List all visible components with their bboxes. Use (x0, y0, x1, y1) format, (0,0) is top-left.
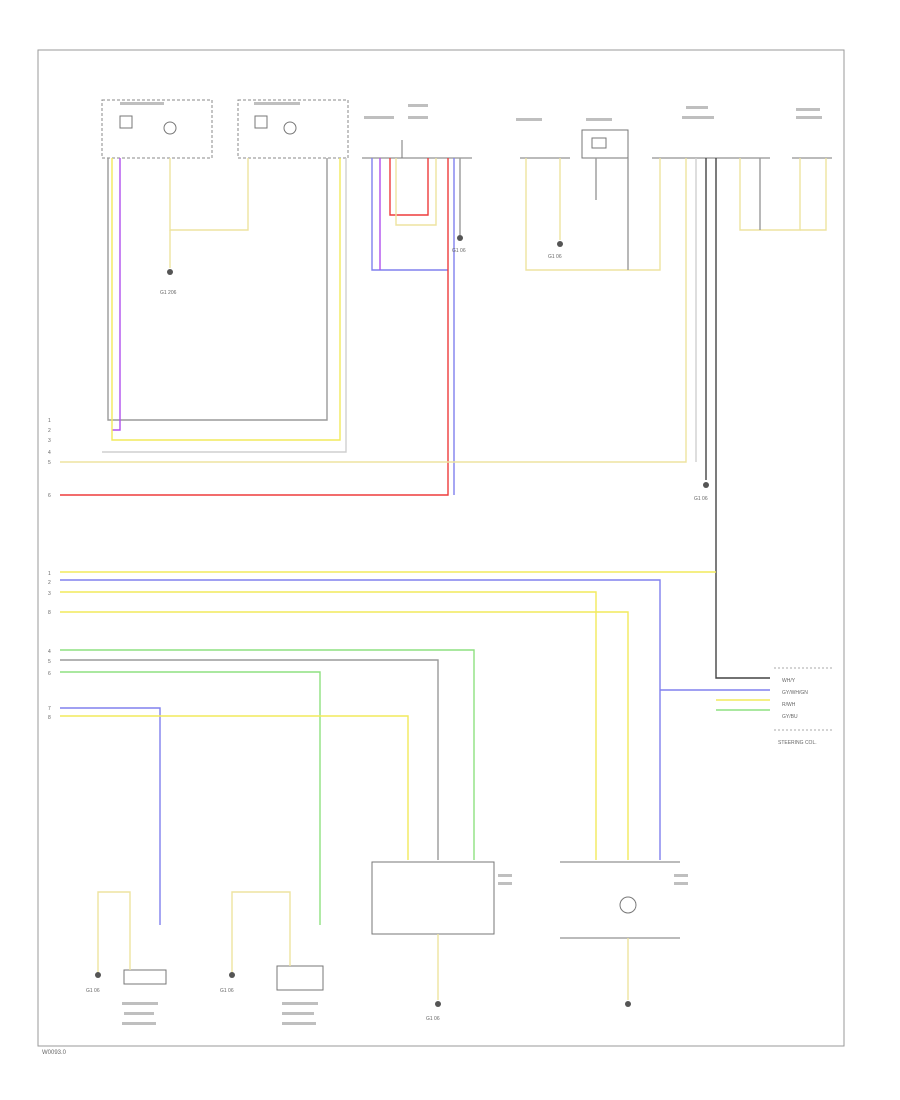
pin-number: 4 (48, 649, 51, 655)
label-marks (120, 102, 822, 121)
ground-points (95, 235, 709, 1007)
pin-number: 2 (48, 580, 51, 586)
page-code: W0093.0 (42, 1050, 67, 1056)
ground-icon (557, 241, 563, 247)
component-box-right-xenon (237, 99, 349, 159)
ground-icon (95, 972, 101, 978)
lamp-symbol (163, 121, 177, 135)
wires-middle-bus (60, 571, 770, 925)
wires-center (60, 158, 461, 496)
wires-top-right (60, 158, 827, 679)
label-marks-bottom (122, 874, 688, 1025)
component-box-sensor-right (276, 965, 324, 991)
wires-bottom (97, 891, 629, 1000)
ground-icon (625, 1001, 631, 1007)
ground-label: G1 206 (160, 290, 177, 296)
ground-label: G1 06 (548, 254, 562, 260)
diagram-frame (37, 49, 845, 1047)
motor-symbol (619, 896, 637, 914)
ground-label: G1 06 (426, 1016, 440, 1022)
legend-item: GY/WH/GN (782, 690, 808, 696)
ground-icon (167, 269, 173, 275)
ground-labels: G1 206 G1 06 G1 06 G1 06 G1 06 G1 06 G1 … (86, 248, 708, 1022)
component-box-sensor (581, 129, 629, 159)
pin-number: 5 (48, 659, 51, 665)
pin-number: 4 (48, 450, 51, 456)
legend-title: STEERING COL. (778, 740, 817, 746)
ground-icon (703, 482, 709, 488)
pin-number: 8 (48, 610, 51, 616)
pin-number: 3 (48, 591, 51, 597)
ground-label: G1 06 (694, 496, 708, 502)
pin-number: 5 (48, 460, 51, 466)
ground-icon (457, 235, 463, 241)
ground-icon (435, 1001, 441, 1007)
ground-icon (229, 972, 235, 978)
connector-pin-numbers: 1 2 3 4 5 6 1 2 3 8 4 5 6 7 8 (48, 418, 51, 721)
component-symbol (254, 115, 268, 129)
legend-item: R/WH (782, 702, 796, 708)
legend-steering-column: WH/Y GY/WH/GN R/WH GY/BU STEERING COL. (774, 667, 834, 746)
pin-number: 8 (48, 715, 51, 721)
pin-number: 2 (48, 428, 51, 434)
lamp-symbol (283, 121, 297, 135)
legend-item: WH/Y (782, 678, 796, 684)
wires-top-left (102, 158, 347, 453)
pin-number: 1 (48, 418, 51, 424)
ground-label: G1 06 (452, 248, 466, 254)
pin-number: 6 (48, 671, 51, 677)
pin-number: 7 (48, 706, 51, 712)
component-symbol (119, 115, 133, 129)
legend-item: GY/BU (782, 714, 798, 720)
ground-label: G1 06 (86, 988, 100, 994)
pin-number: 6 (48, 493, 51, 499)
component-box-left-xenon (101, 99, 213, 159)
component-symbol (591, 137, 607, 149)
ground-label: G1 06 (220, 988, 234, 994)
pin-number: 3 (48, 438, 51, 444)
component-box-left-motor (371, 861, 495, 935)
component-box-sensor-left (123, 969, 167, 985)
pin-number: 1 (48, 571, 51, 577)
